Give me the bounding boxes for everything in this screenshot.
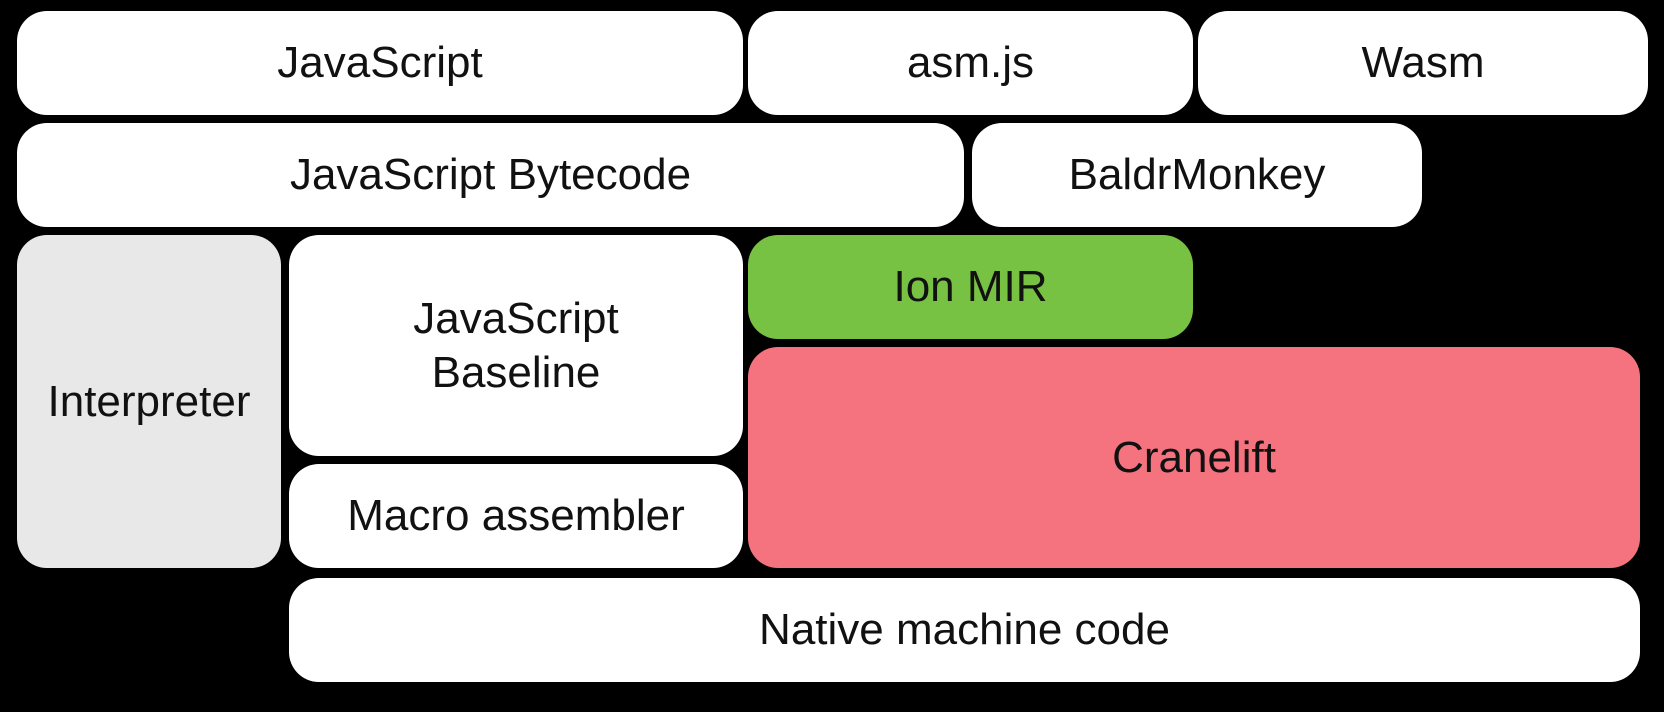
box-macro-assembler: Macro assembler bbox=[289, 464, 743, 568]
box-javascript-bytecode-label: JavaScript Bytecode bbox=[289, 150, 692, 200]
box-asmjs: asm.js bbox=[748, 11, 1193, 115]
box-javascript: JavaScript bbox=[17, 11, 743, 115]
box-wasm: Wasm bbox=[1198, 11, 1648, 115]
box-interpreter-label: Interpreter bbox=[47, 376, 251, 426]
box-javascript-bytecode: JavaScript Bytecode bbox=[17, 123, 964, 227]
box-javascript-label: JavaScript bbox=[277, 38, 483, 88]
box-baldrmonkey-label: BaldrMonkey bbox=[1068, 150, 1326, 200]
box-macro-assembler-label: Macro assembler bbox=[347, 491, 685, 541]
box-native-machine-code-label: Native machine code bbox=[759, 605, 1170, 655]
box-baldrmonkey: BaldrMonkey bbox=[972, 123, 1422, 227]
box-native-machine-code: Native machine code bbox=[289, 578, 1640, 682]
box-wasm-label: Wasm bbox=[1361, 38, 1485, 88]
box-javascript-baseline: JavaScript Baseline bbox=[289, 235, 743, 456]
box-asmjs-label: asm.js bbox=[906, 38, 1035, 88]
box-cranelift-label: Cranelift bbox=[1112, 432, 1276, 482]
box-cranelift: Cranelift bbox=[748, 347, 1640, 568]
box-ion-mir: Ion MIR bbox=[748, 235, 1193, 339]
box-interpreter: Interpreter bbox=[17, 235, 281, 568]
box-ion-mir-label: Ion MIR bbox=[893, 262, 1048, 312]
box-javascript-baseline-label: JavaScript Baseline bbox=[413, 293, 619, 397]
